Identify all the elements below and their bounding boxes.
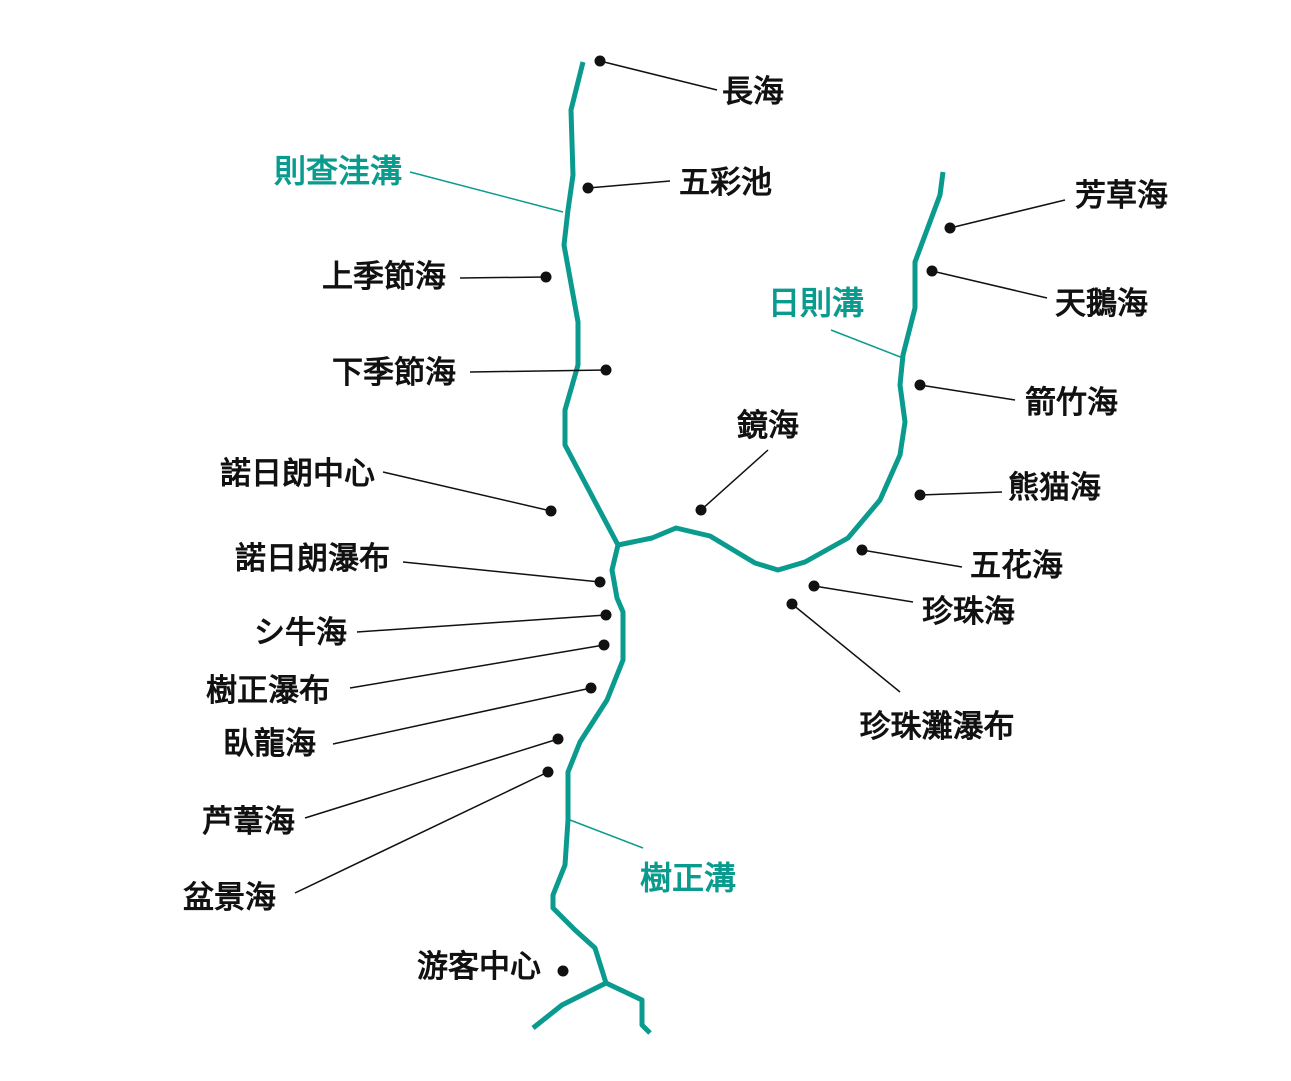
site-changhai[interactable]: 長海	[594, 55, 785, 111]
site-xiniuhai[interactable]: シ牛海	[254, 609, 612, 652]
site-marker-dot[interactable]	[600, 609, 612, 621]
site-label: 鏡海	[737, 408, 799, 444]
site-marker-dot[interactable]	[557, 965, 569, 977]
site-label: 五彩池	[679, 165, 772, 201]
site-marker-dot[interactable]	[944, 222, 956, 234]
site-label: 臥龍海	[223, 726, 316, 762]
valley-label-rize: 日則溝	[768, 284, 904, 359]
river-outlet-branch	[604, 980, 652, 1035]
site-marker-dot[interactable]	[695, 504, 707, 516]
site-marker-dot[interactable]	[594, 55, 606, 67]
leader-line	[356, 614, 607, 633]
leader-line	[919, 491, 1003, 496]
svg-text:日則溝: 日則溝	[768, 284, 864, 322]
leader-line	[469, 369, 607, 373]
leader-line	[949, 199, 1066, 229]
leader-line	[791, 603, 901, 693]
site-marker-dot[interactable]	[545, 505, 557, 517]
leader-line	[599, 60, 718, 91]
site-jinghai[interactable]: 鏡海	[695, 408, 800, 516]
site-penjinghai[interactable]: 盆景海	[183, 766, 554, 917]
site-label: 天鵝海	[1055, 286, 1148, 322]
svg-text:則查洼溝: 則查洼溝	[274, 152, 402, 190]
site-wolonghai[interactable]: 臥龍海	[223, 682, 597, 763]
site-label: シ牛海	[254, 615, 347, 651]
site-marker-dot[interactable]	[856, 544, 868, 556]
site-zhenzhuhai[interactable]: 珍珠海	[808, 580, 1016, 631]
site-xiongmaohai[interactable]: 熊猫海	[914, 470, 1102, 506]
leader-line	[919, 384, 1016, 401]
leader-line	[931, 270, 1048, 299]
site-marker-dot[interactable]	[926, 265, 938, 277]
river-rize	[617, 171, 946, 573]
site-nuorilang-center[interactable]: 諾日朗中心	[220, 456, 557, 517]
site-label: 樹正瀑布	[206, 673, 330, 709]
leader-line	[813, 585, 914, 603]
leader-line	[402, 561, 601, 583]
leader-line	[294, 771, 549, 894]
site-label: 熊猫海	[1008, 470, 1101, 506]
site-marker-dot[interactable]	[914, 379, 926, 391]
svg-text:樹正溝: 樹正溝	[640, 859, 736, 897]
site-marker-dot[interactable]	[786, 598, 798, 610]
site-label: 諾日朗中心	[220, 456, 375, 492]
site-label: 芳草海	[1075, 178, 1168, 214]
site-jianzhuhai[interactable]: 箭竹海	[914, 379, 1119, 422]
site-marker-dot[interactable]	[598, 639, 610, 651]
site-luweihai[interactable]: 芦葦海	[202, 733, 564, 841]
site-label: 芦葦海	[202, 804, 295, 840]
leader-line	[382, 471, 552, 512]
site-tianehai[interactable]: 天鵝海	[926, 265, 1149, 323]
site-marker-dot[interactable]	[540, 271, 552, 283]
site-wucaichi[interactable]: 五彩池	[582, 165, 773, 201]
site-visitor-center[interactable]: 游客中心	[417, 949, 569, 985]
leader-line	[332, 687, 592, 745]
site-zhenzhutan-falls[interactable]: 珍珠灘瀑布	[786, 598, 1015, 746]
site-wuhuahai[interactable]: 五花海	[856, 544, 1064, 585]
site-shangjijiehai[interactable]: 上季節海	[322, 259, 552, 295]
site-marker-dot[interactable]	[808, 580, 820, 592]
site-xiajijiehai[interactable]: 下季節海	[332, 355, 612, 391]
site-label: 游客中心	[417, 949, 541, 985]
site-label: 箭竹海	[1025, 385, 1118, 421]
leader-line	[700, 449, 769, 511]
leader-line	[830, 329, 904, 359]
site-marker-dot[interactable]	[594, 576, 606, 588]
site-label: 下季節海	[332, 355, 456, 391]
valley-label-shuzheng: 樹正溝	[569, 819, 736, 897]
leader-line	[349, 644, 605, 689]
leader-line	[587, 180, 671, 189]
site-label: 珍珠海	[922, 594, 1015, 630]
leader-line	[409, 171, 564, 213]
site-marker-dot[interactable]	[552, 733, 564, 745]
valley-label-zechawa: 則查洼溝	[274, 152, 564, 213]
site-label: 珍珠灘瀑布	[860, 709, 1015, 745]
leader-line	[304, 738, 559, 819]
site-label: 五花海	[970, 548, 1063, 584]
site-label: 長海	[722, 74, 784, 110]
site-label: 盆景海	[183, 880, 276, 916]
site-marker-dot[interactable]	[542, 766, 554, 778]
leader-line	[861, 549, 963, 568]
site-marker-dot[interactable]	[585, 682, 597, 694]
site-nuorilang-falls[interactable]: 諾日朗瀑布	[235, 541, 606, 588]
site-shuzheng-falls[interactable]: 樹正瀑布	[206, 639, 610, 710]
river-zechawa-shuzheng	[531, 61, 626, 1030]
leader-line	[569, 819, 644, 849]
site-marker-dot[interactable]	[914, 489, 926, 501]
site-fangcaohai[interactable]: 芳草海	[944, 178, 1169, 234]
site-label: 上季節海	[322, 259, 446, 295]
leader-line	[459, 276, 547, 279]
site-marker-dot[interactable]	[600, 364, 612, 376]
site-label: 諾日朗瀑布	[235, 541, 390, 577]
site-marker-dot[interactable]	[582, 182, 594, 194]
